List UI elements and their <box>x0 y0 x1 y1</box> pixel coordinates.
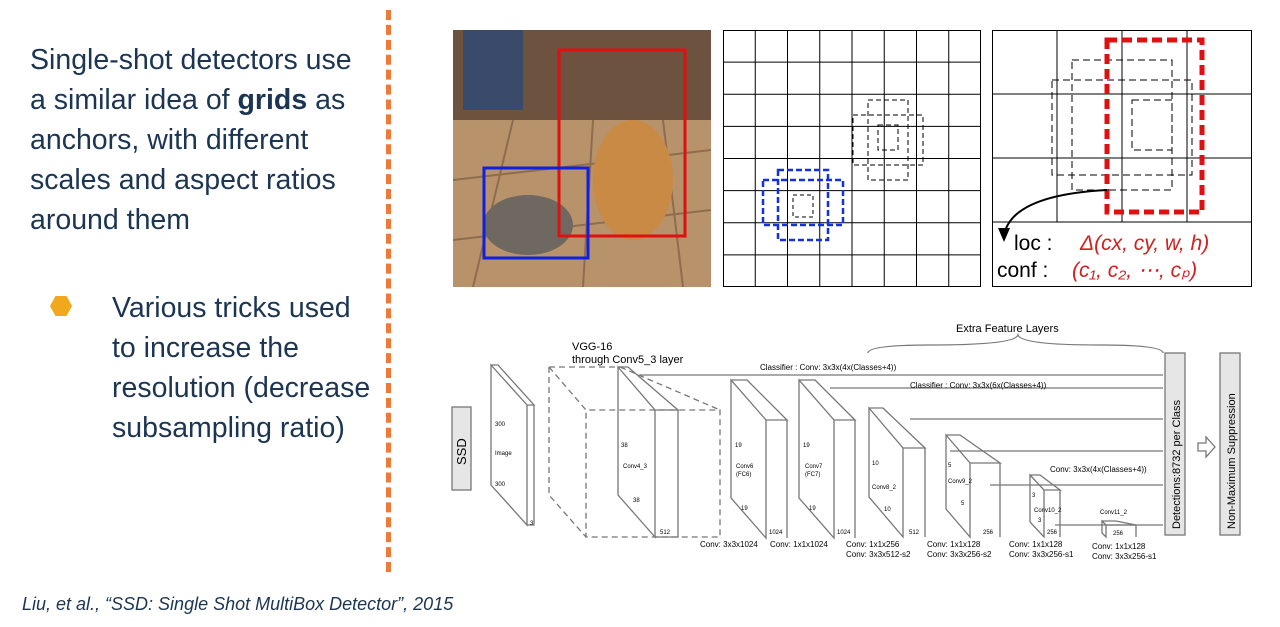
diagram-label: 5 <box>961 501 965 507</box>
main-text-bold: grids <box>237 84 308 116</box>
hexagon-bullet-icon <box>50 296 72 316</box>
vgg-label: VGG-16 <box>572 341 612 353</box>
ssd-label: SSD <box>454 438 469 465</box>
diagram-label: 1024 <box>837 530 851 536</box>
diagram-label: Conv4_3 <box>623 464 648 470</box>
diagram-label: 3 <box>1038 518 1042 524</box>
diagram-label: (FC7) <box>805 472 820 478</box>
citation: Liu, et al., “SSD: Single Shot MultiBox … <box>22 594 454 614</box>
diagram-label: 256 <box>1113 531 1124 537</box>
extra-layers-label: Extra Feature Layers <box>956 323 1059 335</box>
diagram-label: Conv: 1x1x128 <box>1092 542 1146 551</box>
diagram-label: 10 <box>872 461 879 467</box>
diagram-label: 300 <box>495 482 506 488</box>
diagram-label: Conv: 1x1x1024 <box>770 540 828 549</box>
conf-expression: (c₁, c₂, ⋯, cₚ) <box>1072 259 1197 282</box>
loc-expression: Δ(cx, cy, w, h) <box>1079 232 1209 255</box>
diagram-label: Conv8_2 <box>872 485 897 491</box>
diagram-label: 1024 <box>769 530 783 536</box>
conf-label: conf : <box>997 259 1048 282</box>
diagram-label: 10 <box>884 507 891 513</box>
diagram-label: 38 <box>633 498 640 504</box>
diagram-label: Conv11_2 <box>1100 510 1128 516</box>
diagram-label: 19 <box>741 506 748 512</box>
diagram-label: Conv: 3x3x256-s2 <box>927 550 992 559</box>
diagram-label: Conv: 1x1x256 <box>846 540 900 549</box>
diagram-label: 512 <box>660 530 671 536</box>
diagram-label: Conv: 3x3x1024 <box>700 540 758 549</box>
diagram-label: Conv10_2 <box>1034 508 1062 514</box>
main-text-post: as anchors, with different scales and as… <box>30 84 346 236</box>
diagram-label: 38 <box>621 443 628 449</box>
diagram-label: Image <box>495 451 512 457</box>
ssd-architecture-diagram: SSD VGG-16 through Conv5_3 layer Extra F… <box>451 323 1241 561</box>
nms-label: Non-Maximum Suppression <box>1226 393 1238 529</box>
diagram-label: 3 <box>1032 493 1036 499</box>
diagram-label: Conv7 <box>805 464 823 470</box>
diagram-label: Conv: 3x3x256-s1 <box>1092 552 1157 561</box>
grid-8x8 <box>723 30 981 287</box>
diagram-label: Conv: 3x3x512-s2 <box>846 550 911 559</box>
diagram-label: Conv9_2 <box>948 479 973 485</box>
diagram-label: Conv: 1x1x128 <box>927 540 981 549</box>
vgg-sublabel: through Conv5_3 layer <box>572 354 684 366</box>
diagram-label: 19 <box>809 506 816 512</box>
diagram-label: 300 <box>495 422 506 428</box>
dog-bbox <box>557 48 687 238</box>
diagram-label: 512 <box>909 530 920 536</box>
divider <box>386 10 391 572</box>
diagram-label: Conv: 1x1x128 <box>1009 540 1063 549</box>
diagram-label: (FC6) <box>736 472 751 478</box>
cat-bbox <box>482 166 590 260</box>
classifier-1: Classifier : Conv: 3x3x(4x(Classes+4)) <box>760 363 897 372</box>
classifier-3: Conv: 3x3x(4x(Classes+4)) <box>1050 465 1147 474</box>
diagram-label: Conv: 3x3x256-s1 <box>1009 550 1074 559</box>
bullet-text: Various tricks used to increase the reso… <box>112 292 371 444</box>
diagram-label: 19 <box>803 443 810 449</box>
classifier-2: Classifier : Conv: 3x3x(6x(Classes+4)) <box>910 381 1047 390</box>
diagram-label: 3 <box>530 521 534 527</box>
diagram-label: 19 <box>735 443 742 449</box>
loc-label: loc : <box>1014 232 1053 255</box>
detections-label: Detections:8732 per Class <box>1171 399 1183 529</box>
dog-cat-photo <box>453 30 711 287</box>
diagram-label: 256 <box>983 530 994 536</box>
diagram-label: 5 <box>948 463 952 469</box>
diagram-label: 256 <box>1047 530 1058 536</box>
grid-4x4: loc : Δ(cx, cy, w, h) conf : (c₁, c₂, ⋯,… <box>992 30 1252 287</box>
main-text: Single-shot detectors use a similar idea… <box>30 40 370 240</box>
diagram-label: Conv6 <box>736 464 754 470</box>
main-text-pre: Single-shot detectors use a similar idea… <box>30 44 352 116</box>
